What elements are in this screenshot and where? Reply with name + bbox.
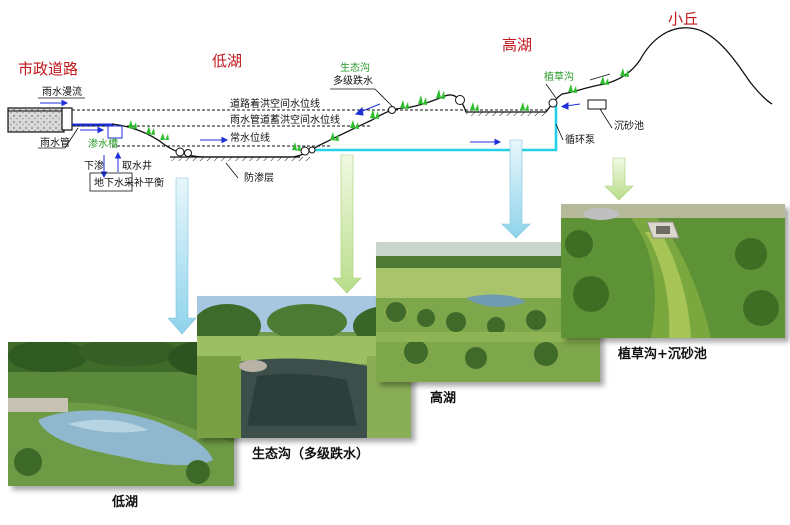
caption-swale-sediment-basin: 植草沟+沉砂池 xyxy=(618,347,707,362)
label-multistage-drop: 多级跌水 xyxy=(333,76,373,87)
section-title-low-lake: 低湖 xyxy=(212,52,243,70)
sediment-basin-box xyxy=(587,99,607,110)
road-structure xyxy=(7,107,112,133)
label-rain-pipe: 雨水管 xyxy=(40,138,70,149)
section-title-municipal-road: 市政道路 xyxy=(18,60,79,78)
vegetation xyxy=(128,68,629,151)
circulation-pipe xyxy=(312,104,558,152)
low-lake-basin xyxy=(170,156,310,161)
section-title-small-hill: 小丘 xyxy=(668,10,699,28)
photo-low-lake xyxy=(8,342,234,486)
photo-swale-sediment-basin xyxy=(561,204,785,338)
arrow-high-lake xyxy=(501,139,531,239)
leader-lines xyxy=(38,73,613,192)
label-level-road-flood: 道路着洪空间水位线 xyxy=(230,99,320,110)
flow-arrows xyxy=(40,99,581,179)
label-rain-overflow: 雨水漫流 xyxy=(42,87,82,98)
label-vegetated-swale: 植草沟 xyxy=(544,72,574,83)
cross-section-diagram xyxy=(7,27,773,192)
label-ecological-ditch: 生态沟 xyxy=(340,63,370,74)
arrow-swale xyxy=(604,157,634,201)
caption-ecological-ditch: 生态沟（多级跌水） xyxy=(252,447,370,462)
label-infiltration-trench: 渗水槽 xyxy=(88,139,118,150)
label-waterproof-layer: 防渗层 xyxy=(244,173,274,184)
label-level-normal: 常水位线 xyxy=(230,133,270,144)
high-lake-basin xyxy=(466,112,546,116)
connector-arrows xyxy=(167,139,634,335)
section-title-high-lake: 高湖 xyxy=(502,36,533,54)
arrow-ecological-ditch xyxy=(332,154,362,294)
label-sediment-basin: 沉砂池 xyxy=(614,121,644,132)
caption-high-lake: 高湖 xyxy=(430,391,457,406)
label-circulation-pump: 循环泵 xyxy=(565,135,595,146)
rock-drop-structures xyxy=(175,95,558,157)
photo-ecological-ditch xyxy=(197,296,411,438)
caption-low-lake: 低湖 xyxy=(112,495,139,510)
label-water-well: 取水井 xyxy=(122,161,152,172)
label-downseep: 下渗 xyxy=(84,161,104,172)
infiltration-trench xyxy=(107,125,123,139)
label-level-pipe-flood: 雨水管道蓄洪空间水位线 xyxy=(230,115,340,126)
label-groundwater-balance: 地下水采补平衡 xyxy=(94,178,164,189)
arrow-low-lake xyxy=(167,177,197,335)
